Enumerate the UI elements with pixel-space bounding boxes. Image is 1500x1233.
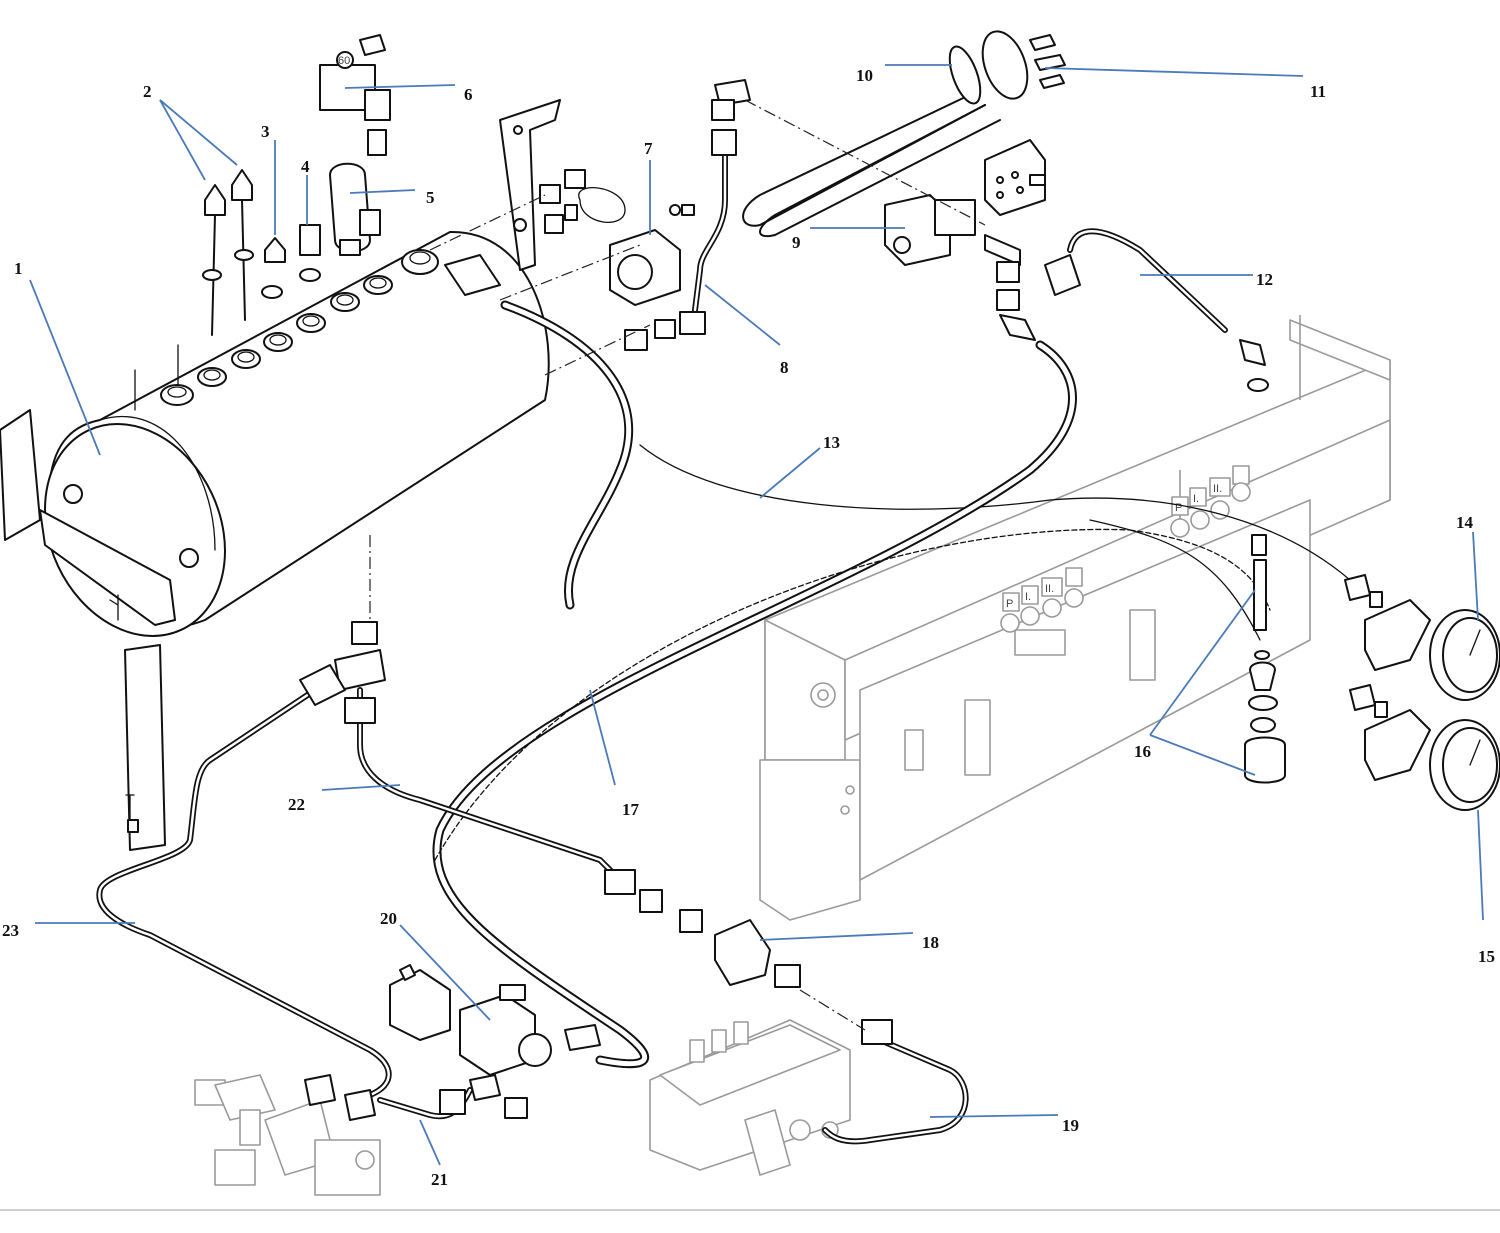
leader-lines: [29, 64, 1484, 1166]
callout-3: 3: [261, 122, 270, 141]
callout-9: 9: [792, 233, 801, 252]
fittings-top: [539, 169, 626, 234]
boiler-bosses: [160, 249, 439, 406]
pipe-23: [96, 664, 392, 1121]
callout-14: 14: [1456, 513, 1474, 532]
tube-12: [1067, 228, 1269, 392]
tee-fitting-9: [984, 234, 1081, 341]
pipe-22: [334, 621, 703, 933]
boiler-bracket-left: [0, 409, 176, 851]
safety-valve: [329, 162, 381, 256]
panel-button-1: I.: [1025, 591, 1031, 603]
callout-16: 16: [1134, 742, 1151, 761]
callout-23: 23: [2, 921, 19, 940]
callout-21: 21: [431, 1170, 448, 1189]
pipe-19: [822, 1019, 969, 1145]
steam-wand-parts: [1244, 534, 1286, 784]
callout-10: 10: [856, 66, 873, 85]
callout-11: 11: [1310, 82, 1326, 101]
distribution-box: [649, 1019, 851, 1176]
panel-button-1-rear: I.: [1193, 493, 1199, 505]
callout-22: 22: [288, 795, 305, 814]
callout-6: 6: [464, 85, 473, 104]
callout-17: 17: [622, 800, 640, 819]
solenoid-valve-top: 60: [319, 34, 391, 156]
chassis-frame: [759, 315, 1391, 921]
pipe-21: [377, 1074, 528, 1120]
pipe-assembly-8: [624, 79, 751, 351]
panel-button-2-rear: II.: [1213, 483, 1222, 495]
pump-assembly: [194, 1074, 381, 1196]
callout-1: 1: [14, 259, 23, 278]
callout-18: 18: [922, 933, 939, 952]
callout-19: 19: [1062, 1116, 1079, 1135]
callout-labels: 1 2 3 4 5 6 7 8 9 10 11 12 13 14 15 16 1…: [2, 66, 1495, 1189]
callout-13: 13: [823, 433, 840, 452]
level-probes: [202, 169, 321, 336]
solenoid-top-label: 60: [338, 55, 350, 67]
panel-button-p-rear: P: [1175, 502, 1182, 514]
callout-4: 4: [301, 157, 310, 176]
panel-button-2: II.: [1045, 583, 1054, 595]
pressure-gauge-15: [1364, 709, 1500, 811]
heating-element: [742, 30, 1066, 238]
callout-15: 15: [1478, 947, 1495, 966]
boiler-tank: [44, 230, 550, 637]
callout-8: 8: [780, 358, 789, 377]
front-panel-buttons: P I. II. P I. II.: [1000, 465, 1251, 633]
hoses: [432, 254, 1351, 1069]
callout-2: 2: [143, 82, 152, 101]
solenoid-valve-9: [884, 139, 1046, 266]
callout-5: 5: [426, 188, 435, 207]
mounting-bracket-top: [499, 99, 561, 271]
solenoid-valve-20: [389, 964, 601, 1076]
callout-20: 20: [380, 909, 397, 928]
valve-18: [714, 919, 801, 988]
callout-7: 7: [644, 139, 653, 158]
pressure-switch: [609, 204, 695, 306]
pressure-gauge-14: [1364, 599, 1500, 701]
gauge-fittings: [1344, 574, 1388, 718]
callout-12: 12: [1256, 270, 1273, 289]
assembly-center-lines: [369, 99, 986, 1031]
panel-button-p: P: [1006, 598, 1013, 610]
